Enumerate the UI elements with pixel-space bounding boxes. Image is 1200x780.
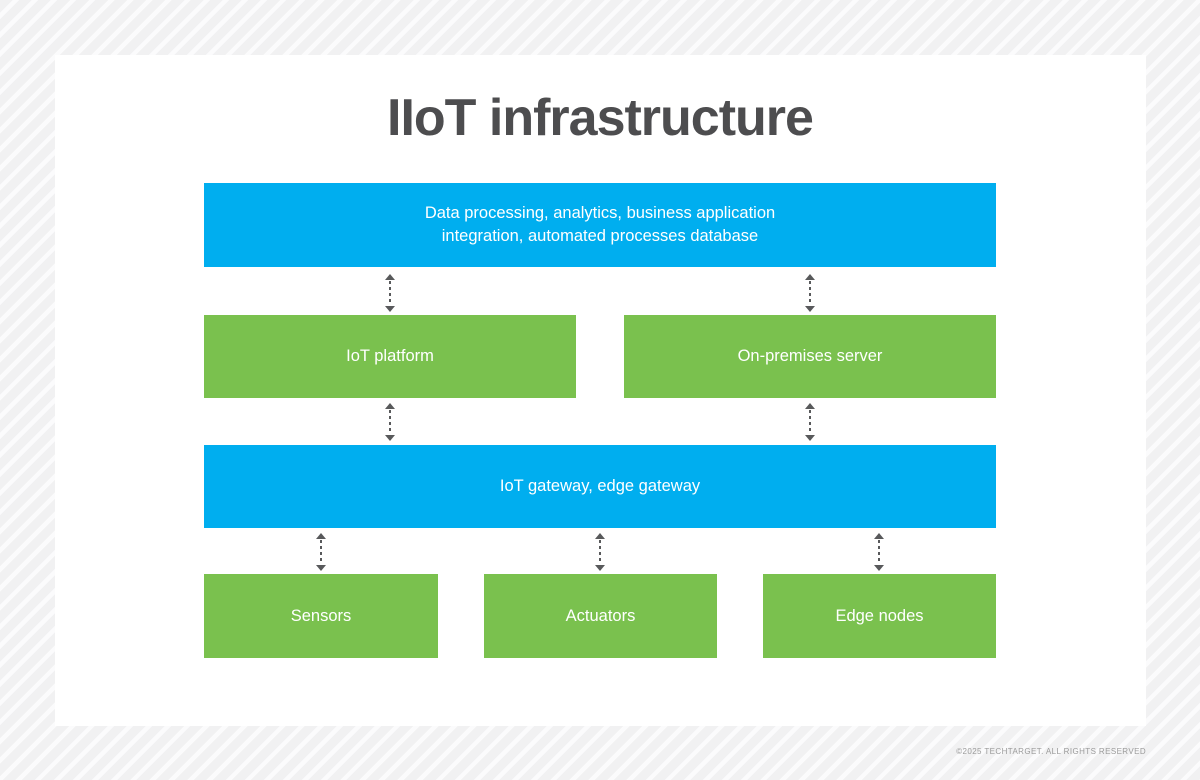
arrowhead-down-icon (805, 306, 815, 312)
copyright-notice: ©2025 TECHTARGET. ALL RIGHTS RESERVED (956, 747, 1146, 756)
node-data-processing-label: Data processing, analytics, business app… (425, 202, 775, 248)
arrowhead-down-icon (385, 306, 395, 312)
dashed-shaft (599, 540, 601, 564)
arrowhead-down-icon (805, 435, 815, 441)
arrowhead-up-icon (316, 533, 326, 539)
arrowhead-down-icon (874, 565, 884, 571)
arrowhead-up-icon (874, 533, 884, 539)
dashed-shaft (389, 281, 391, 305)
page-title: IIoT infrastructure (387, 89, 814, 147)
connector-arrow-icon (593, 533, 607, 571)
connector-arrow-icon (872, 533, 886, 571)
node-actuators-label: Actuators (565, 606, 636, 625)
node-sensors: Sensors (204, 574, 438, 658)
connector-arrow-icon (383, 274, 397, 312)
connector-arrow-icon (803, 274, 817, 312)
node-iot-platform: IoT platform (204, 315, 576, 398)
node-edge-nodes-label: Edge nodes (835, 606, 924, 625)
connector-arrow-icon (383, 403, 397, 441)
connector-arrow-icon (314, 533, 328, 571)
arrowhead-up-icon (805, 274, 815, 280)
node-label-line: Data processing, analytics, business app… (424, 204, 776, 222)
node-on-premises-server-label: On-premises server (737, 347, 883, 365)
arrowhead-up-icon (385, 274, 395, 280)
connector-arrow-icon (803, 403, 817, 441)
arrowhead-up-icon (805, 403, 815, 409)
dashed-shaft (389, 410, 391, 434)
node-label-line: integration, automated processes databas… (441, 227, 759, 245)
arrowhead-up-icon (595, 533, 605, 539)
node-sensors-label: Sensors (290, 606, 352, 625)
dashed-shaft (809, 281, 811, 305)
node-on-premises-server: On-premises server (624, 315, 996, 398)
dashed-shaft (809, 410, 811, 434)
arrowhead-up-icon (385, 403, 395, 409)
node-iot-gateway-label: IoT gateway, edge gateway (499, 477, 701, 495)
node-edge-nodes: Edge nodes (763, 574, 996, 658)
node-data-processing: Data processing, analytics, business app… (204, 183, 996, 267)
arrowhead-down-icon (385, 435, 395, 441)
node-iot-gateway: IoT gateway, edge gateway (204, 445, 996, 528)
arrowhead-down-icon (595, 565, 605, 571)
dashed-shaft (320, 540, 322, 564)
dashed-shaft (878, 540, 880, 564)
node-actuators: Actuators (484, 574, 717, 658)
node-iot-platform-label: IoT platform (346, 347, 434, 365)
arrowhead-down-icon (316, 565, 326, 571)
